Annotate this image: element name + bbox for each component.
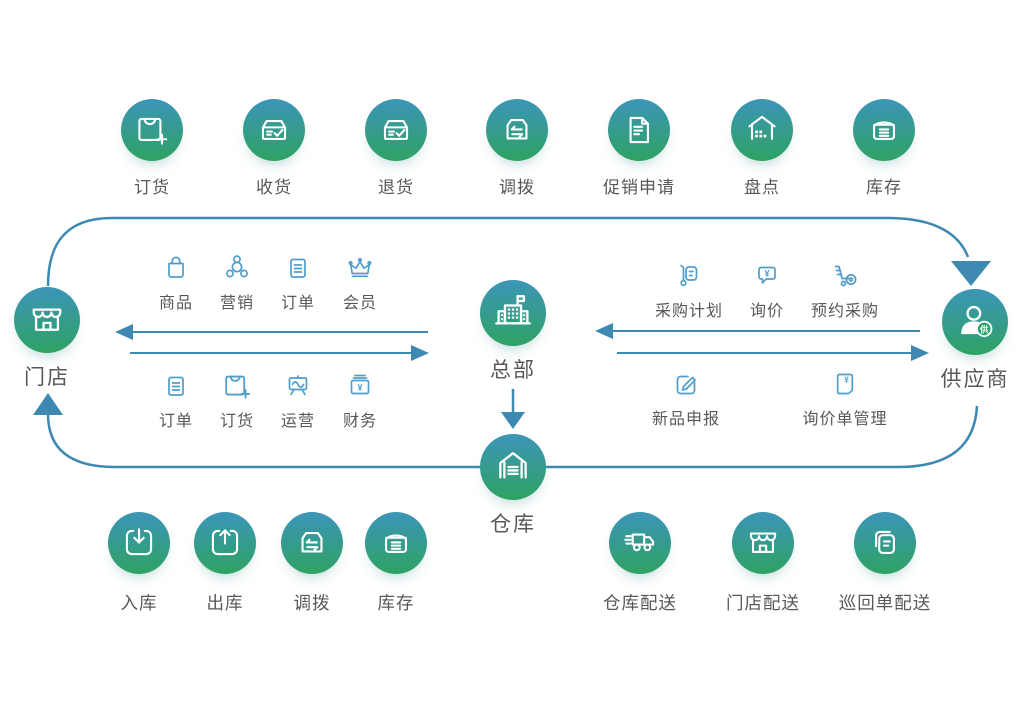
flow-item-label: 调拨 (293, 593, 331, 613)
hand-truck-icon (671, 258, 707, 294)
mini-item-label: 询价 (749, 303, 784, 320)
mini-item-operations: 运营 (248, 368, 348, 431)
node-warehouse-label: 仓库 (490, 513, 536, 536)
flow-item-label: 收货 (256, 178, 292, 197)
flow-item-receive: 收货 (214, 99, 334, 198)
flow-item-wh-inventory: 库存 (336, 512, 456, 615)
arrowhead-right-hq (411, 345, 429, 361)
supplier-to-store-bottom-arc (46, 405, 979, 469)
flow-item-label: 盘点 (744, 178, 780, 197)
inventory-box-icon (365, 512, 427, 574)
flow-item-stocktake: 盘点 (702, 99, 822, 198)
node-store-label: 门店 (24, 366, 70, 389)
flow-item-inbound: 入库 (79, 512, 199, 615)
flow-item-wh-transfer: 调拨 (252, 512, 372, 615)
arrowhead-left-store (115, 324, 133, 340)
mini-item-label: 营销 (219, 295, 254, 312)
supplier-person-icon (942, 289, 1008, 355)
mini-item-label: 订单 (280, 295, 315, 312)
flow-item-tour-delivery: 巡回单配送 (825, 512, 945, 615)
transfer-box-icon (281, 512, 343, 574)
flow-item-store-delivery: 门店配送 (703, 512, 823, 615)
mini-item-ordering: 订货 (187, 368, 287, 431)
order-bag-icon (121, 99, 183, 161)
mini-item-reserve-purchase: 预约采购 (795, 258, 895, 321)
inbound-arrow-icon (108, 512, 170, 574)
flow-item-label: 库存 (377, 593, 415, 613)
flow-item-inventory: 库存 (824, 99, 944, 198)
flow-item-label: 门店配送 (726, 593, 800, 613)
flow-item-label: 促销申请 (603, 178, 675, 197)
mini-item-label: 预约采购 (810, 303, 879, 320)
storefront-icon (732, 512, 794, 574)
outbound-arrow-icon (194, 512, 256, 574)
return-box-icon (365, 99, 427, 161)
flow-item-return: 退货 (336, 99, 456, 198)
mini-item-goods: 商品 (126, 250, 226, 313)
node-hq: 总部 (453, 280, 573, 384)
node-store: 门店 (0, 287, 107, 391)
mini-item-order-list: 订单 (126, 368, 226, 431)
flow-item-label: 库存 (866, 178, 902, 197)
speech-bubble-yen-icon (749, 258, 785, 294)
arrowhead-up-store (33, 393, 63, 415)
storefront-icon (14, 287, 80, 353)
mini-item-label: 会员 (342, 295, 377, 312)
mini-item-new-product-report: 新品申报 (636, 366, 736, 429)
flow-item-label: 退货 (378, 178, 414, 197)
arrowhead-left-hq (595, 323, 613, 339)
flow-item-transfer: 调拨 (457, 99, 577, 198)
arrowhead-down-supplier (951, 261, 991, 286)
mini-item-label: 商品 (158, 295, 193, 312)
mini-item-label: 采购计划 (654, 303, 723, 320)
cashbox-yen-icon (342, 368, 378, 404)
document-yen-icon (827, 366, 863, 402)
flow-item-label: 巡回单配送 (838, 593, 932, 613)
mini-item-purchase-plan: 采购计划 (639, 258, 739, 321)
mini-item-inquiry-management: 询价单管理 (795, 366, 895, 429)
mini-item-finance: 财务 (310, 368, 410, 431)
warehouse-house-icon (480, 434, 546, 500)
flow-item-label: 出库 (206, 593, 244, 613)
flow-item-order: 订货 (92, 99, 212, 198)
mini-item-marketing: 营销 (187, 250, 287, 313)
promo-document-icon (608, 99, 670, 161)
flow-item-label: 入库 (120, 593, 158, 613)
delivery-truck-icon (609, 512, 671, 574)
receive-box-icon (243, 99, 305, 161)
edit-pencil-icon (668, 366, 704, 402)
inventory-box-icon (853, 99, 915, 161)
flow-item-label: 调拨 (499, 178, 535, 197)
node-hq-label: 总部 (490, 359, 536, 382)
stacked-documents-icon (854, 512, 916, 574)
mini-item-label: 运营 (280, 413, 315, 430)
node-supplier-label: 供应商 (940, 368, 1010, 391)
transfer-box-icon (486, 99, 548, 161)
crown-icon (342, 250, 378, 286)
flow-item-warehouse-delivery: 仓库配送 (580, 512, 700, 615)
node-supplier: 供应商 (915, 289, 1025, 393)
flow-item-promo-apply: 促销申请 (579, 99, 699, 198)
stocktake-house-icon (731, 99, 793, 161)
mini-item-label: 订货 (219, 413, 254, 430)
trolley-icon (827, 258, 863, 294)
flow-item-outbound: 出库 (165, 512, 285, 615)
flow-item-label: 仓库配送 (603, 593, 677, 613)
mini-item-members: 会员 (310, 250, 410, 313)
mini-item-label: 财务 (342, 413, 377, 430)
arrowhead-right-supplier (911, 345, 929, 361)
mini-item-label: 新品申报 (651, 411, 720, 428)
headquarters-building-icon (480, 280, 546, 346)
node-warehouse: 仓库 (453, 434, 573, 538)
flow-item-label: 订货 (134, 178, 170, 197)
mini-item-inquiry: 询价 (717, 258, 817, 321)
mini-item-orders: 订单 (248, 250, 348, 313)
mini-item-label: 订单 (158, 413, 193, 430)
arrowhead-down-warehouse (501, 412, 525, 429)
mini-item-label: 询价单管理 (802, 411, 888, 428)
store-to-supplier-top-arc (46, 216, 970, 287)
